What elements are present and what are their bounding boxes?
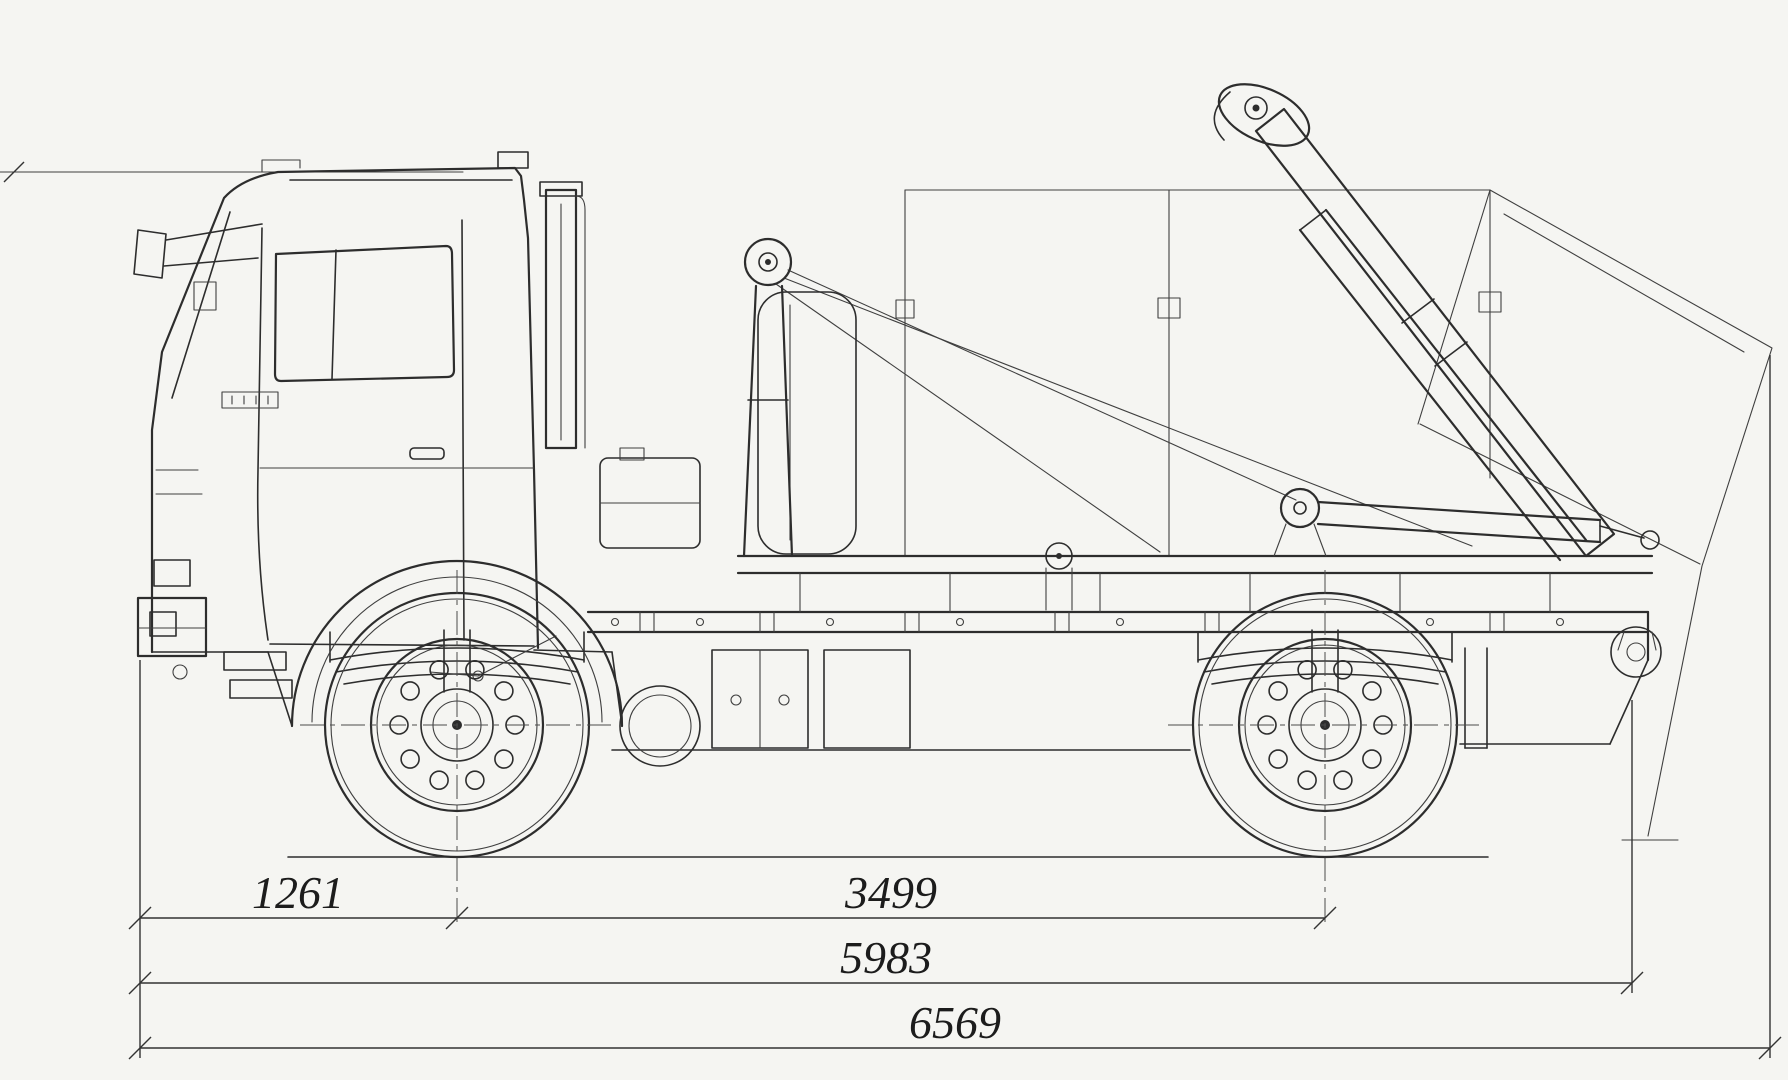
headlight bbox=[153, 559, 191, 587]
lift-cables bbox=[775, 269, 1473, 553]
hydraulic-tank-panel bbox=[757, 291, 857, 555]
dimension-annotations: 1261 3499 5983 6569 bbox=[128, 355, 1782, 1060]
boom-head bbox=[1213, 83, 1311, 147]
door-handle bbox=[409, 447, 445, 460]
front-bumper bbox=[136, 596, 208, 680]
dim-label-wheelbase: 3499 bbox=[844, 867, 937, 918]
front-fender bbox=[151, 559, 624, 728]
muffler bbox=[619, 685, 701, 767]
toolbox bbox=[711, 649, 911, 749]
axle-centerlines bbox=[300, 570, 1482, 928]
chassis-frame bbox=[329, 610, 1662, 767]
dim-label-frame-length: 5983 bbox=[840, 932, 932, 983]
mast-pulley bbox=[743, 237, 793, 287]
roof-hatch bbox=[497, 151, 529, 169]
mast-a-frame bbox=[742, 284, 794, 558]
container-tipped-outline bbox=[1417, 189, 1773, 841]
container-transport-outline bbox=[895, 189, 1502, 557]
cab-rear-tank bbox=[599, 447, 701, 549]
rear-mudflap bbox=[1464, 647, 1488, 749]
main-pivot bbox=[1273, 487, 1327, 557]
lifting-boom bbox=[1213, 83, 1616, 562]
loader-subframe bbox=[736, 237, 1660, 613]
cab-steps bbox=[223, 651, 293, 699]
truck-cab bbox=[133, 151, 701, 728]
top-extension-line bbox=[0, 161, 464, 183]
dim-label-front-overhang: 1261 bbox=[252, 867, 344, 918]
steering-linkage bbox=[429, 635, 557, 682]
cab-door bbox=[256, 219, 535, 647]
side-mirror bbox=[133, 223, 263, 311]
boom-cylinder bbox=[1298, 208, 1588, 562]
crossmembers bbox=[610, 611, 1565, 633]
cab-badge bbox=[221, 391, 279, 409]
rear-roller bbox=[1610, 626, 1662, 678]
front-wheel-lugs bbox=[389, 659, 525, 791]
arm-base-pivot bbox=[1045, 542, 1073, 611]
tipping-cylinder bbox=[1316, 500, 1660, 550]
door-window bbox=[273, 244, 456, 383]
dim-label-overall-length: 6569 bbox=[909, 997, 1001, 1048]
air-intake-stack bbox=[539, 181, 586, 450]
